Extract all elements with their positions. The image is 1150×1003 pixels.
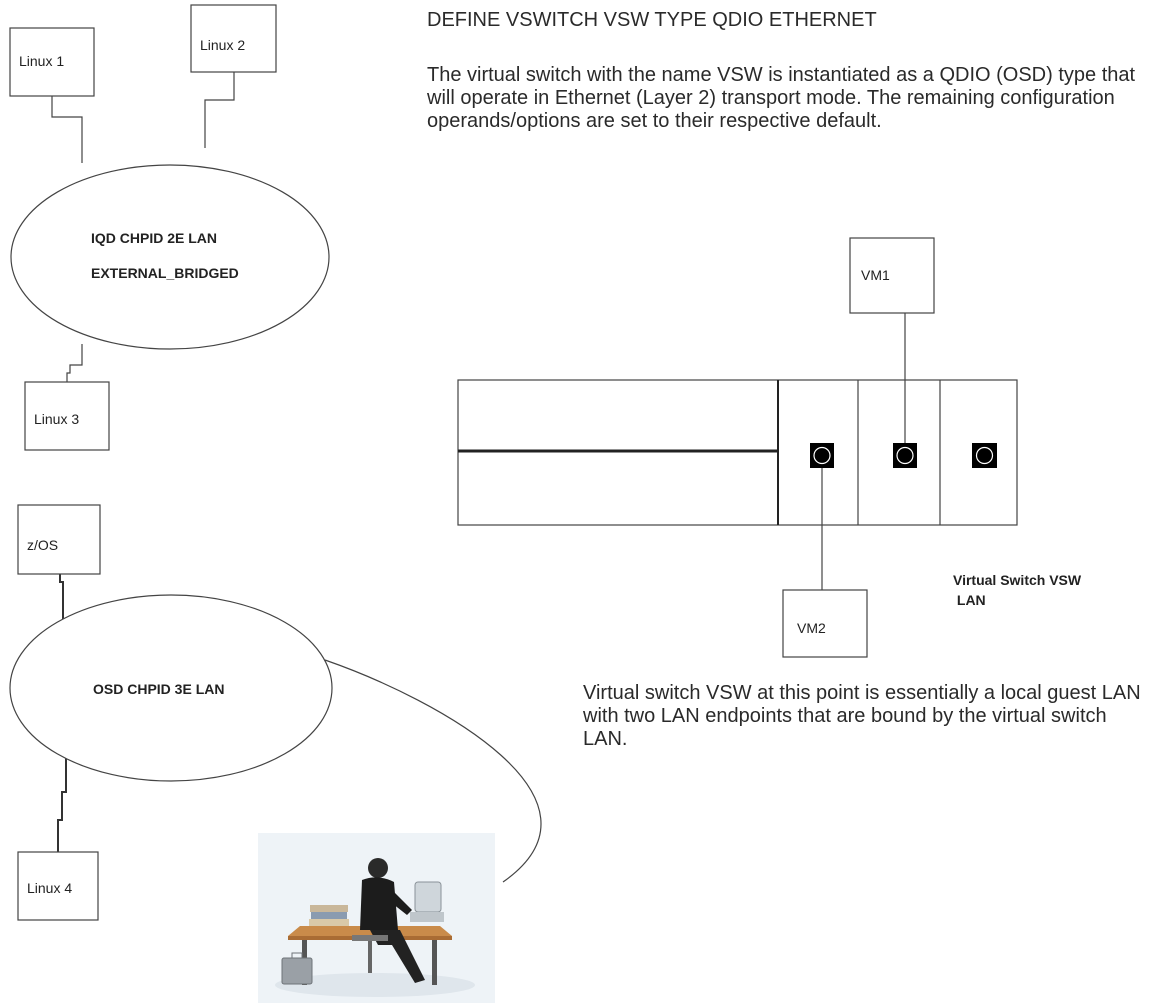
workstation-image (258, 833, 495, 1003)
iqd-lan-mode-label: EXTERNAL_BRIDGED (91, 265, 239, 281)
zos-box (17, 504, 101, 575)
linux4-connector (57, 756, 67, 852)
linux4-box (17, 851, 99, 921)
vm2-label: VM2 (797, 620, 826, 636)
vm1-label: VM1 (861, 267, 890, 283)
iqd-lan-label: IQD CHPID 2E LAN (91, 230, 217, 246)
iqd-lan-ellipse (10, 164, 330, 350)
define-command-text: DEFINE VSWITCH VSW TYPE QDIO ETHERNET (427, 9, 877, 31)
linux2-label: Linux 2 (200, 37, 245, 53)
description-text: The virtual switch with the name VSW is … (427, 64, 1136, 132)
vm1-box (849, 237, 935, 314)
iqd-lan-group: IQD CHPID 2E LAN EXTERNAL_BRIDGED Linux … (9, 4, 330, 451)
linux3-label: Linux 3 (34, 411, 79, 427)
linux3-box (24, 381, 110, 451)
osd-lan-label: OSD CHPID 3E LAN (93, 681, 224, 697)
linux3-connector (66, 344, 83, 382)
zos-label: z/OS (27, 537, 58, 553)
vswitch-port-3 (972, 443, 997, 468)
summary-text: Virtual switch VSW at this point is esse… (583, 682, 1141, 750)
linux2-connector (204, 72, 235, 148)
osd-lan-ellipse (9, 594, 333, 782)
linux1-connector (51, 96, 83, 163)
zos-connector (59, 574, 64, 620)
osd-lan-group: OSD CHPID 3E LAN z/OS Linux 4 (9, 504, 542, 921)
workstation-connector (324, 659, 542, 883)
vswitch-label-lan: LAN (953, 592, 986, 608)
linux4-label: Linux 4 (27, 880, 72, 896)
vswitch-group: VM1 VM2 Virtual Switch VSW LAN (457, 237, 1082, 658)
linux1-label: Linux 1 (19, 53, 64, 69)
linux1-box (9, 27, 95, 97)
vswitch-label: Virtual Switch VSW (953, 572, 1082, 588)
vm2-box (782, 589, 868, 658)
linux2-box (190, 4, 277, 73)
